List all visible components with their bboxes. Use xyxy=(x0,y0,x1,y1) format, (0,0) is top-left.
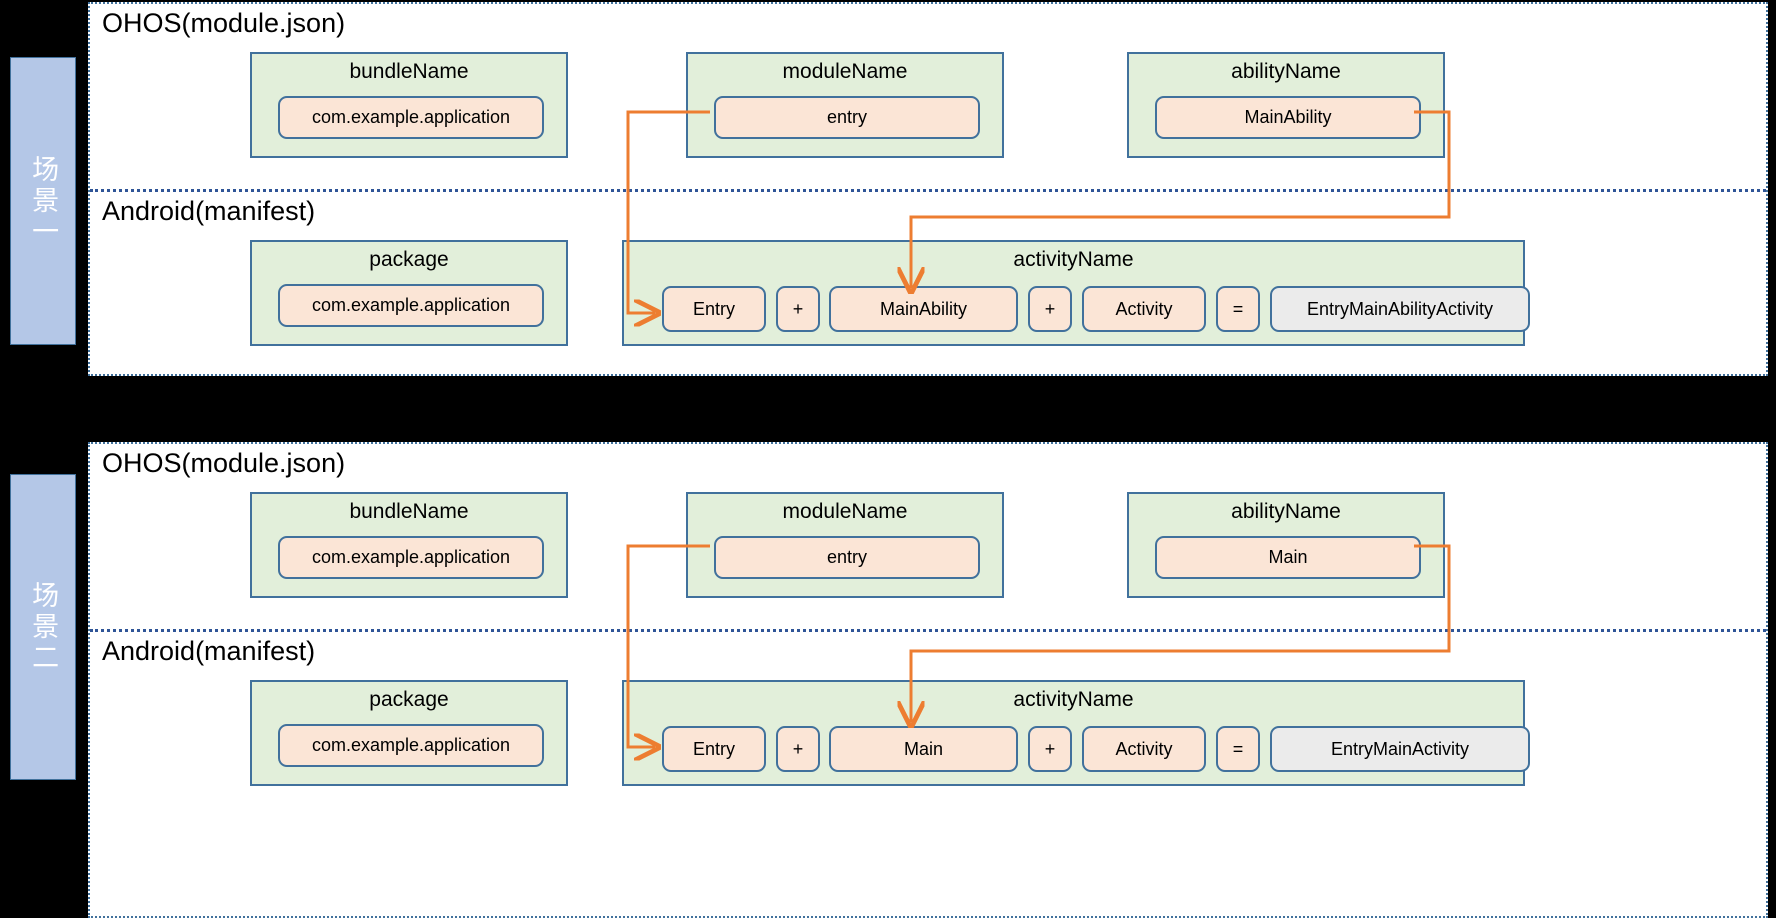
field-package: package com.example.application xyxy=(250,240,568,346)
formula-operator-equals-2[interactable]: = xyxy=(1216,726,1260,772)
scenario-panel-1: OHOS(module.json) bundleName com.example… xyxy=(88,2,1768,376)
formula-operator-plus2-2[interactable]: + xyxy=(1028,726,1072,772)
ohos-section-1: OHOS(module.json) bundleName com.example… xyxy=(90,4,1766,189)
scenario-block-1: 场景一 OHOS(module.json) bundleName com.exa… xyxy=(0,0,1776,378)
formula-operator-plus2[interactable]: + xyxy=(1028,286,1072,332)
field-package-label-2: package xyxy=(369,688,449,711)
field-modulename-2: moduleName entry xyxy=(686,492,1004,598)
formula-result-2[interactable]: EntryMainActivity xyxy=(1270,726,1530,772)
chip-package-value[interactable]: com.example.application xyxy=(278,284,544,327)
scenario-tab-2: 场景二 xyxy=(10,474,76,780)
formula-operator-equals[interactable]: = xyxy=(1216,286,1260,332)
field-modulename: moduleName entry xyxy=(686,52,1004,158)
chip-abilityname-value-2[interactable]: Main xyxy=(1155,536,1421,579)
formula-term-activity-2[interactable]: Activity xyxy=(1082,726,1206,772)
chip-bundlename-value-2[interactable]: com.example.application xyxy=(278,536,544,579)
field-bundlename-label: bundleName xyxy=(349,60,469,83)
field-bundlename-2: bundleName com.example.application xyxy=(250,492,568,598)
field-modulename-label: moduleName xyxy=(782,60,908,83)
activityname-formula-2: Entry + Main + Activity = EntryMainActiv… xyxy=(624,726,1530,772)
field-package-2: package com.example.application xyxy=(250,680,568,786)
field-abilityname-label: abilityName xyxy=(1231,60,1341,83)
chip-package-value-2[interactable]: com.example.application xyxy=(278,724,544,767)
chip-abilityname-value[interactable]: MainAbility xyxy=(1155,96,1421,139)
ohos-section-title: OHOS(module.json) xyxy=(102,8,346,38)
android-section-1: Android(manifest) package com.example.ap… xyxy=(90,189,1766,374)
formula-operator-plus1-2[interactable]: + xyxy=(776,726,820,772)
field-activityname-label-2: activityName xyxy=(1013,688,1134,711)
android-section-title: Android(manifest) xyxy=(102,196,316,226)
field-abilityname-label-2: abilityName xyxy=(1231,500,1341,523)
chip-modulename-value-2[interactable]: entry xyxy=(714,536,980,579)
formula-term-ability-2[interactable]: Main xyxy=(829,726,1018,772)
formula-term-ability[interactable]: MainAbility xyxy=(829,286,1018,332)
field-package-label: package xyxy=(369,248,449,271)
scenario-panel-2: OHOS(module.json) bundleName com.example… xyxy=(88,442,1768,918)
field-activityname-label: activityName xyxy=(1013,248,1134,271)
field-activityname: activityName Entry + MainAbility + Activ… xyxy=(622,240,1530,346)
formula-term-entry-2[interactable]: Entry xyxy=(662,726,766,772)
ohos-section-title-2: OHOS(module.json) xyxy=(102,448,346,478)
activityname-formula: Entry + MainAbility + Activity = EntryMa… xyxy=(624,286,1530,332)
formula-result[interactable]: EntryMainAbilityActivity xyxy=(1270,286,1530,332)
formula-term-entry[interactable]: Entry xyxy=(662,286,766,332)
chip-modulename-value[interactable]: entry xyxy=(714,96,980,139)
field-modulename-label-2: moduleName xyxy=(782,500,908,523)
field-bundlename-label-2: bundleName xyxy=(349,500,469,523)
field-abilityname-2: abilityName Main xyxy=(1127,492,1445,598)
scenario-tab-1: 场景一 xyxy=(10,57,76,345)
formula-term-activity[interactable]: Activity xyxy=(1082,286,1206,332)
chip-bundlename-value[interactable]: com.example.application xyxy=(278,96,544,139)
android-section-2: Android(manifest) package com.example.ap… xyxy=(90,629,1766,909)
field-activityname-2: activityName Entry + Main + Activity = E… xyxy=(622,680,1530,786)
formula-operator-plus1[interactable]: + xyxy=(776,286,820,332)
field-bundlename: bundleName com.example.application xyxy=(250,52,568,158)
scenario-block-2: 场景二 OHOS(module.json) bundleName com.exa… xyxy=(0,434,1776,918)
android-section-title-2: Android(manifest) xyxy=(102,636,316,666)
ohos-section-2: OHOS(module.json) bundleName com.example… xyxy=(90,444,1766,629)
field-abilityname: abilityName MainAbility xyxy=(1127,52,1445,158)
